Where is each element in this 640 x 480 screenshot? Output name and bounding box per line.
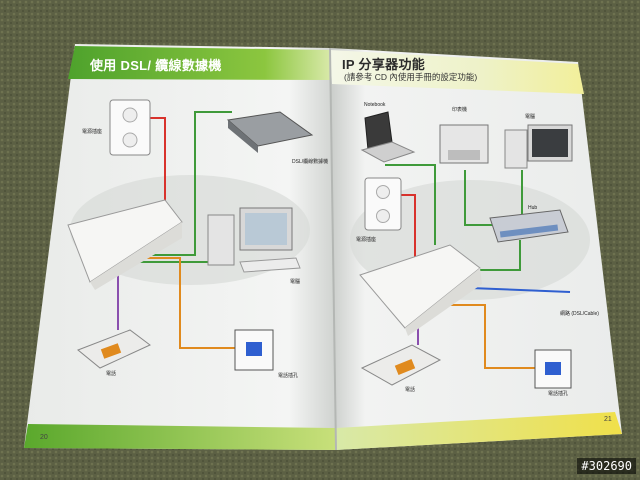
right-outlet-socket-top	[376, 185, 390, 199]
image-watermark: #302690	[577, 458, 636, 474]
left-monitor-screen	[245, 213, 287, 245]
right-hub-ports	[499, 224, 559, 238]
right-label-outlet: 電源插座	[356, 237, 377, 243]
right-label-printer: 印表機	[452, 107, 468, 113]
left-gateway-side	[90, 222, 182, 290]
left-phone-keypad	[100, 343, 122, 359]
left-jack-port	[246, 342, 262, 356]
right-label-jack: 電話插孔	[548, 391, 569, 397]
left-modem-front	[228, 120, 258, 153]
left-footer-bar	[24, 424, 336, 450]
left-modem-icon	[226, 111, 314, 147]
right-label-wan: 網路 (DSL/Cable)	[560, 311, 599, 317]
right-outlet-socket-bottom	[376, 209, 390, 223]
right-cable-green-printer	[464, 170, 495, 226]
right-page-header: IP 分享器功能	[342, 57, 426, 72]
right-monitor-screen	[532, 129, 568, 157]
right-page-subheader: (請參考 CD 內使用手冊的設定功能)	[344, 72, 478, 82]
right-page-number: 21	[604, 416, 612, 423]
left-label-outlet: 電源插座	[82, 129, 103, 135]
left-page-number: 20	[40, 434, 48, 441]
left-cable-green	[140, 111, 232, 256]
left-label-jack: 電話插孔	[278, 373, 299, 379]
right-outlet-icon	[364, 177, 402, 231]
right-label-phone: 電話	[405, 387, 416, 393]
right-label-pc: 電腦	[525, 114, 536, 120]
book-spine	[329, 47, 337, 451]
right-printer-tray	[448, 150, 480, 160]
right-notebook-base	[360, 141, 416, 163]
left-pc-tower-icon	[207, 214, 235, 266]
right-header-bar	[330, 50, 584, 94]
right-phone-keypad	[394, 358, 416, 376]
right-pc-tower-icon	[504, 129, 528, 169]
left-outlet-socket-bottom	[122, 132, 138, 148]
right-cable-green-hub	[470, 240, 521, 271]
left-label-phone: 電話	[106, 371, 117, 377]
left-keyboard-icon	[239, 257, 301, 273]
left-label-modem: DSL/纜線數據機	[292, 159, 329, 165]
left-outlet-socket-top	[122, 107, 138, 123]
right-label-notebook: Notebook	[364, 102, 386, 108]
right-cable-orange	[430, 304, 540, 369]
right-cable-green-notebook	[385, 164, 436, 245]
right-cable-blue	[469, 287, 571, 293]
left-cable-orange	[128, 257, 240, 349]
right-jack-port	[545, 362, 561, 375]
left-label-pc: 電腦	[290, 279, 301, 285]
right-footer-bar	[336, 412, 622, 450]
right-gateway-side	[405, 268, 482, 336]
left-page-header: 使用 DSL/ 纜線數據機	[90, 58, 222, 73]
left-header-bar	[68, 46, 330, 80]
left-outlet-icon	[109, 99, 151, 156]
left-cable-red	[150, 117, 166, 210]
right-label-hub: Hub	[528, 205, 538, 211]
